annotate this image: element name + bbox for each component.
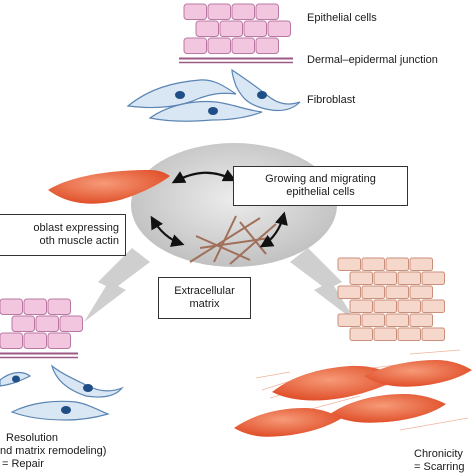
interaction-arrows bbox=[150, 169, 288, 248]
label-dermal-epidermal-junction: Dermal–epidermal junction bbox=[307, 54, 438, 66]
label-chronicity: Chronicity bbox=[414, 448, 463, 460]
label-scarring: = Scarring bbox=[414, 461, 465, 473]
epithelial-cell bbox=[23, 332, 47, 349]
epithelial-layer-top bbox=[183, 3, 291, 54]
label-matrix-remodeling: nd matrix remodeling) bbox=[0, 445, 107, 457]
label-repair: = Repair bbox=[2, 458, 44, 470]
epithelial-cell bbox=[337, 313, 361, 327]
fibroblast-cell bbox=[148, 100, 263, 122]
epithelial-cell bbox=[219, 20, 243, 37]
epithelial-cell bbox=[195, 20, 219, 37]
fibroblasts-top bbox=[126, 68, 301, 122]
nucleus-icon bbox=[12, 375, 20, 383]
arrow-myo-ecm bbox=[150, 215, 185, 247]
ecm-line1: Extracellular bbox=[174, 285, 235, 297]
myofibroblast-cell bbox=[48, 170, 170, 204]
label-resolution: Resolution bbox=[6, 432, 58, 444]
epithelial-cell bbox=[385, 313, 409, 327]
arrow-to-resolution bbox=[84, 248, 150, 322]
outcome-arrows bbox=[84, 248, 356, 322]
epithelial-cell bbox=[23, 298, 47, 315]
epithelial-cell bbox=[0, 298, 23, 315]
epithelial-cell bbox=[207, 3, 231, 20]
epithelial-cell bbox=[349, 271, 373, 285]
nucleus-icon bbox=[257, 91, 267, 99]
epithelial-cell bbox=[397, 271, 421, 285]
epithelial-cell bbox=[361, 285, 385, 299]
ecm-fibers bbox=[189, 215, 277, 265]
myofibroblast-cell bbox=[330, 394, 446, 423]
label-fibroblast: Fibroblast bbox=[307, 94, 356, 106]
epithelial-cell bbox=[207, 37, 231, 54]
epithelial-cell bbox=[47, 298, 71, 315]
nucleus-icon bbox=[83, 384, 93, 392]
epithelial-cell bbox=[421, 299, 445, 313]
epithelial-cell bbox=[243, 20, 267, 37]
epithelial-cell bbox=[349, 299, 373, 313]
nucleus-icon bbox=[175, 91, 185, 99]
myofibroblast-cell bbox=[364, 360, 472, 387]
fibroblasts-resolution bbox=[0, 364, 124, 421]
myofibroblast-cell bbox=[234, 408, 342, 437]
ecm-line2: matrix bbox=[189, 298, 220, 310]
fibroblast-cell bbox=[231, 68, 301, 112]
arrow-epithelial-ecm bbox=[259, 211, 288, 248]
nucleus-icon bbox=[208, 107, 218, 115]
arrow-myo-epithelial bbox=[171, 169, 237, 184]
arrow-to-chronicity bbox=[290, 248, 356, 322]
epithelial-cell bbox=[337, 257, 361, 271]
epithelial-layer-resolution bbox=[0, 298, 83, 349]
epithelial-cell bbox=[385, 285, 409, 299]
epithelial-cell bbox=[385, 257, 409, 271]
epithelial-cell bbox=[183, 37, 207, 54]
epithelial-cell bbox=[421, 271, 445, 285]
epithelial-cell bbox=[361, 257, 385, 271]
myo-line1: oblast expressing bbox=[33, 222, 119, 234]
epithelial-cell bbox=[421, 327, 445, 341]
epithelial-cell bbox=[373, 299, 397, 313]
epithelial-cell bbox=[183, 3, 207, 20]
epithelial-cell bbox=[255, 3, 279, 20]
fibroblast-cell bbox=[10, 400, 110, 421]
epithelial-cell bbox=[373, 327, 397, 341]
fibroblast-cell bbox=[50, 364, 124, 398]
epithelial-layer-chronicity bbox=[337, 257, 445, 341]
growing-line1: Growing and migrating bbox=[265, 173, 376, 185]
epithelial-cell bbox=[0, 332, 23, 349]
myo-line2: oth muscle actin bbox=[39, 235, 119, 247]
scar-myofibroblasts bbox=[234, 360, 472, 437]
epithelial-cell bbox=[11, 315, 35, 332]
epithelial-cell bbox=[59, 315, 83, 332]
box-myofibroblast-actin: oblast expressing oth muscle actin bbox=[0, 214, 126, 256]
epithelial-cell bbox=[349, 327, 373, 341]
epithelial-cell bbox=[373, 271, 397, 285]
box-growing-migrating-epithelial: Growing and migrating epithelial cells bbox=[233, 166, 408, 206]
epithelial-cell bbox=[231, 37, 255, 54]
epithelial-cell bbox=[255, 37, 279, 54]
epithelial-cell bbox=[267, 20, 291, 37]
epithelial-cell bbox=[409, 257, 433, 271]
growing-line2: epithelial cells bbox=[286, 186, 355, 198]
epithelial-cell bbox=[397, 299, 421, 313]
epithelial-cell bbox=[35, 315, 59, 332]
label-epithelial-cells: Epithelial cells bbox=[307, 12, 377, 24]
epithelial-cell bbox=[337, 285, 361, 299]
epithelial-cell bbox=[397, 327, 421, 341]
epithelial-cell bbox=[231, 3, 255, 20]
epithelial-cell bbox=[409, 313, 433, 327]
epithelial-cell bbox=[47, 332, 71, 349]
epithelial-cell bbox=[361, 313, 385, 327]
epithelial-cell bbox=[409, 285, 433, 299]
nucleus-icon bbox=[61, 406, 71, 414]
box-extracellular-matrix: Extracellular matrix bbox=[158, 277, 251, 319]
